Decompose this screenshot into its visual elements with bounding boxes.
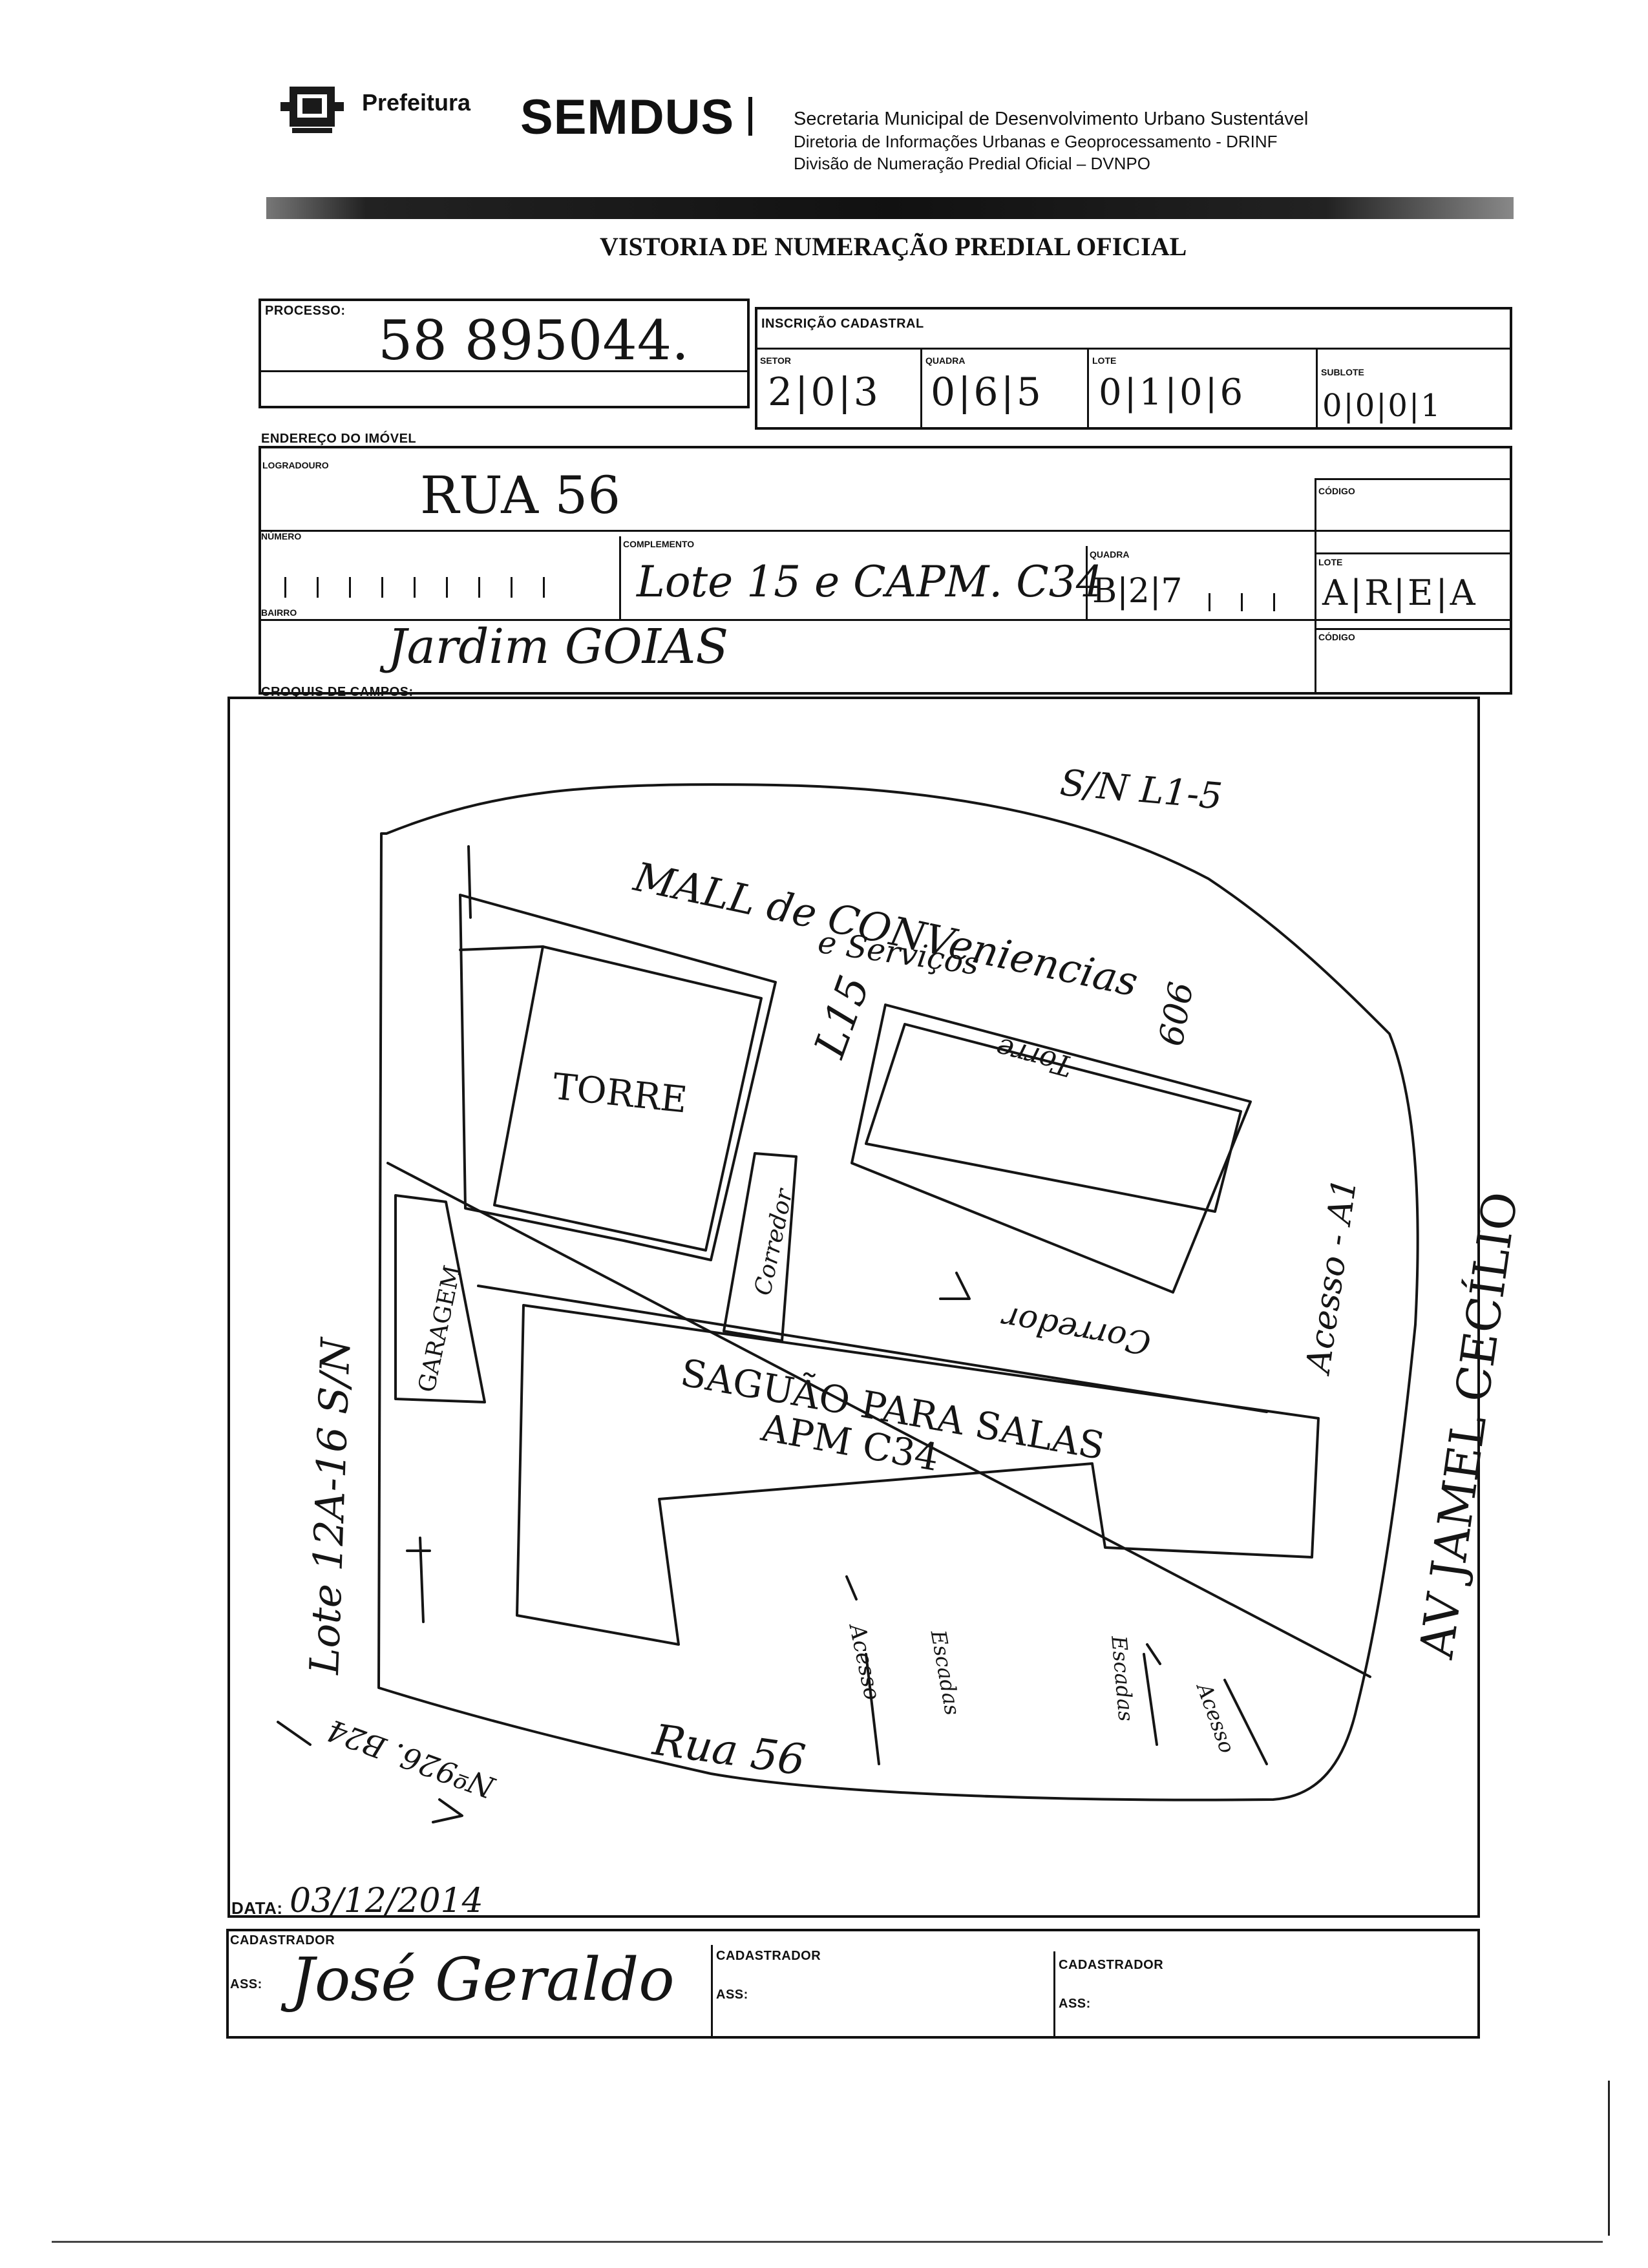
sublote-label: SUBLOTE [1321, 367, 1364, 377]
numero-label: NÚMERO [261, 531, 302, 541]
bairro-value: Jardim GOIAS [388, 619, 729, 675]
numero-tick [511, 577, 512, 598]
quadra-label: QUADRA [925, 355, 966, 366]
codigo-label-2: CÓDIGO [1318, 632, 1355, 642]
complemento-divider [619, 536, 621, 619]
diagonal-line [386, 1162, 1371, 1678]
quadra-divider [1087, 348, 1089, 430]
sig-divider-2 [1053, 1951, 1055, 2039]
logradouro-value: RUA 56 [420, 465, 621, 525]
quadra-tick [1273, 593, 1275, 611]
quadra2-value: B|2|7 [1092, 572, 1183, 611]
brasao-logo [278, 83, 346, 137]
numero-tick [317, 577, 319, 598]
diretoria-line: Diretoria de Informações Urbanas e Geopr… [794, 132, 1278, 151]
lote2-value: A|R|E|A [1322, 572, 1478, 613]
signature-1: José Geraldo [291, 1945, 675, 2014]
cadastrador-label-1: CADASTRADOR [230, 1933, 335, 1948]
brasao-icon [280, 87, 344, 133]
header-bar [266, 197, 1514, 219]
ass-label-2: ASS: [716, 1988, 748, 2002]
brand-separator [748, 97, 752, 136]
prefeitura-label: Prefeitura [362, 89, 471, 116]
numero-tick [543, 577, 545, 598]
ass-label-1: ASS: [230, 1977, 262, 1991]
complemento-label: COMPLEMENTO [623, 539, 695, 549]
data-value: 03/12/2014 [290, 1882, 483, 1920]
quadra2-label: QUADRA [1090, 549, 1130, 560]
complemento-value: Lote 15 e CAPM. C34 [637, 557, 1103, 607]
garagem [394, 1194, 486, 1403]
codigo-label-1: CÓDIGO [1318, 486, 1355, 496]
numero-tick [349, 577, 351, 598]
l15-inner [865, 1023, 1242, 1213]
setor-divider [920, 348, 922, 430]
secretaria-line: Secretaria Municipal de Desenvolvimento … [794, 109, 1309, 129]
croquis-sketch [277, 783, 1419, 1823]
row3-top-line [259, 619, 1512, 621]
divisao-line: Divisão de Numeração Predial Oficial – D… [794, 154, 1150, 173]
processo-box[interactable] [259, 299, 750, 408]
lote-divider [1316, 348, 1318, 430]
lote-value: 0|1|0|6 [1099, 372, 1246, 414]
sublote-value: 0|0|0|1 [1322, 388, 1442, 424]
quadra2-divider [1086, 546, 1088, 619]
cadastrador-label-3: CADASTRADOR [1059, 1958, 1164, 1972]
processo-value: 58 895044. [378, 309, 689, 372]
torre-block [459, 894, 777, 1261]
quadra-tick [1209, 593, 1210, 611]
endereco-label: ENDEREÇO DO IMÓVEL [261, 432, 417, 446]
numero-tick [381, 577, 383, 598]
setor-label: SETOR [760, 355, 791, 366]
row2-top-line [259, 530, 1512, 532]
numero-tick [478, 577, 480, 598]
numero-tick [446, 577, 448, 598]
croquis-box [227, 697, 1480, 1918]
form-title: VISTORIA DE NUMERAÇÃO PREDIAL OFICIAL [600, 232, 1187, 261]
lote2-label: LOTE [1318, 557, 1343, 567]
cadastrador-label-2: CADASTRADOR [716, 1949, 821, 1963]
ass-label-3: ASS: [1059, 1997, 1091, 2011]
codigo-column [1315, 478, 1316, 695]
l15-block [850, 1003, 1252, 1294]
quadra-tick [1241, 593, 1243, 611]
data-label: DATA: [231, 1898, 283, 1918]
codigo-top-line [1315, 478, 1512, 480]
processo-underline [259, 370, 750, 372]
numero-tick [284, 577, 286, 598]
lote-label: LOTE [1092, 355, 1117, 366]
torre-inner [493, 945, 763, 1252]
scan-line-right [1608, 2081, 1610, 2236]
lote2-top-line [1315, 552, 1512, 554]
codigo2-top-line [1315, 628, 1512, 630]
logradouro-label: LOGRADOURO [262, 460, 329, 470]
inscricao-box [755, 307, 1512, 430]
salao-shape [516, 1304, 1320, 1646]
croquis-label: CROQUIS DE CAMPOS: [261, 685, 414, 699]
lot-outline [376, 783, 1419, 1801]
quadra-value: 0|6|5 [931, 370, 1044, 415]
scan-line-bottom [52, 2241, 1603, 2243]
sig-divider-1 [711, 1945, 713, 2039]
processo-label: PROCESSO: [265, 304, 346, 318]
setor-value: 2|0|3 [768, 370, 881, 415]
numero-tick [414, 577, 416, 598]
signature-box [226, 1929, 1480, 2039]
semdus-brand: SEMDUS [520, 90, 735, 145]
inscricao-divider [755, 348, 1512, 350]
bairro-label: BAIRRO [261, 607, 297, 618]
inscricao-label: INSCRIÇÃO CADASTRAL [761, 317, 924, 331]
endereco-box [259, 446, 1512, 695]
